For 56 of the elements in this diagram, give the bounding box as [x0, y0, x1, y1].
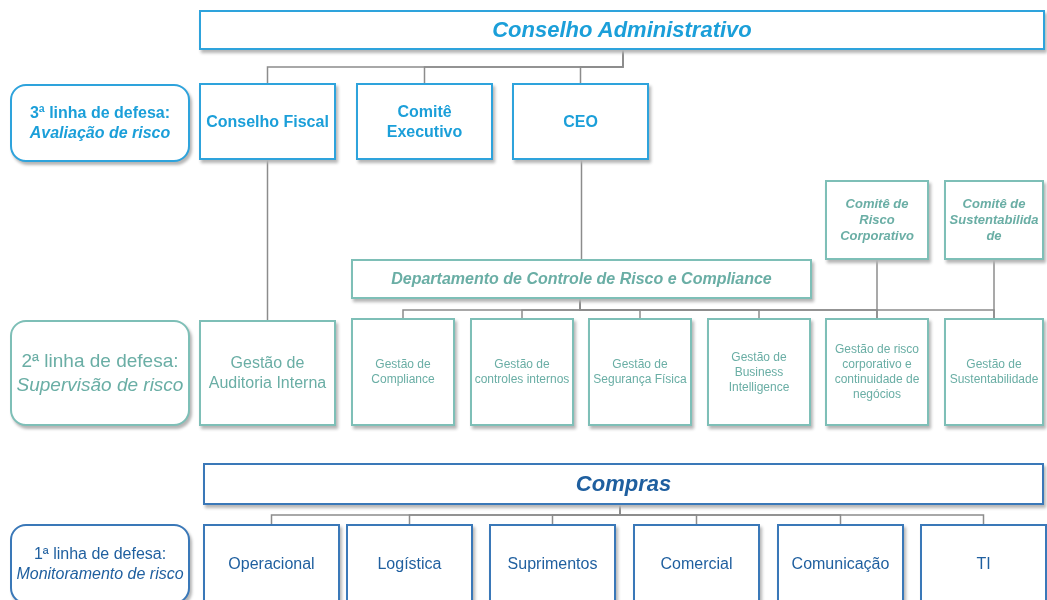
box-label: Gestão de controles internos	[474, 357, 570, 387]
org-box	[825, 318, 929, 426]
box-label: Comunicação	[791, 554, 890, 574]
defense-line-label	[10, 320, 190, 426]
box-label: Departamento de Controle de Risco e Compliance	[391, 269, 772, 289]
connector-line	[580, 159, 583, 260]
box-label: Comitê de Risco Corporativo	[839, 195, 915, 245]
org-box	[203, 524, 340, 600]
org-box	[944, 318, 1044, 426]
box-label: Conselho Administrativo	[492, 16, 752, 44]
org-box	[351, 318, 455, 426]
org-box	[588, 318, 692, 426]
org-box	[346, 524, 473, 600]
org-box	[199, 320, 336, 426]
org-box	[777, 524, 904, 600]
box-label: Suprimentos	[507, 554, 598, 574]
header-box	[351, 259, 812, 299]
org-box	[356, 83, 493, 160]
box-label: Gestão de Segurança Física	[592, 357, 688, 387]
box-label: CEO	[563, 111, 598, 132]
box-label: Comitê Executivo	[385, 101, 464, 142]
defense-line-title: 2ª linha de defesa:	[21, 349, 179, 373]
defense-line-subtitle: Monitoramento de risco	[16, 564, 184, 584]
org-box	[489, 524, 616, 600]
box-label: Gestão de Sustentabilidade	[948, 357, 1040, 387]
defense-line-subtitle: Supervisão de risco	[16, 373, 184, 397]
defense-line-label	[10, 84, 190, 162]
box-label: Gestão de risco corporativo e continuidade de negócios	[833, 342, 921, 402]
connector-line	[579, 49, 624, 84]
box-label: Gestão de Auditoria Interna	[207, 353, 328, 393]
connector-line	[993, 259, 995, 319]
org-box	[470, 318, 574, 426]
defense-line-title: 3ª linha de defesa:	[29, 103, 171, 123]
org-box	[944, 180, 1044, 260]
box-label: Operacional	[228, 554, 315, 574]
box-label: Gestão de Compliance	[370, 357, 436, 387]
org-box	[920, 524, 1047, 600]
box-label: TI	[976, 554, 991, 574]
box-label: Comercial	[660, 554, 733, 574]
box-label: Gestão de Business Intelligence	[727, 349, 791, 395]
connector-line	[266, 159, 269, 321]
org-box	[633, 524, 760, 600]
box-label: Compras	[575, 470, 672, 498]
org-box	[512, 83, 649, 160]
defense-line-label	[10, 524, 190, 600]
box-label: Comitê de Sustentabilidade	[948, 195, 1040, 245]
box-label: Logística	[377, 554, 442, 574]
org-box	[825, 180, 929, 260]
org-box	[707, 318, 811, 426]
defense-line-subtitle: Avaliação de risco	[29, 123, 171, 143]
defense-line-title: 1ª linha de defesa:	[33, 544, 167, 564]
box-label: Conselho Fiscal	[206, 111, 329, 132]
org-box	[199, 83, 336, 160]
header-box	[203, 463, 1044, 505]
header-box	[199, 10, 1045, 50]
connector-line	[876, 259, 878, 319]
